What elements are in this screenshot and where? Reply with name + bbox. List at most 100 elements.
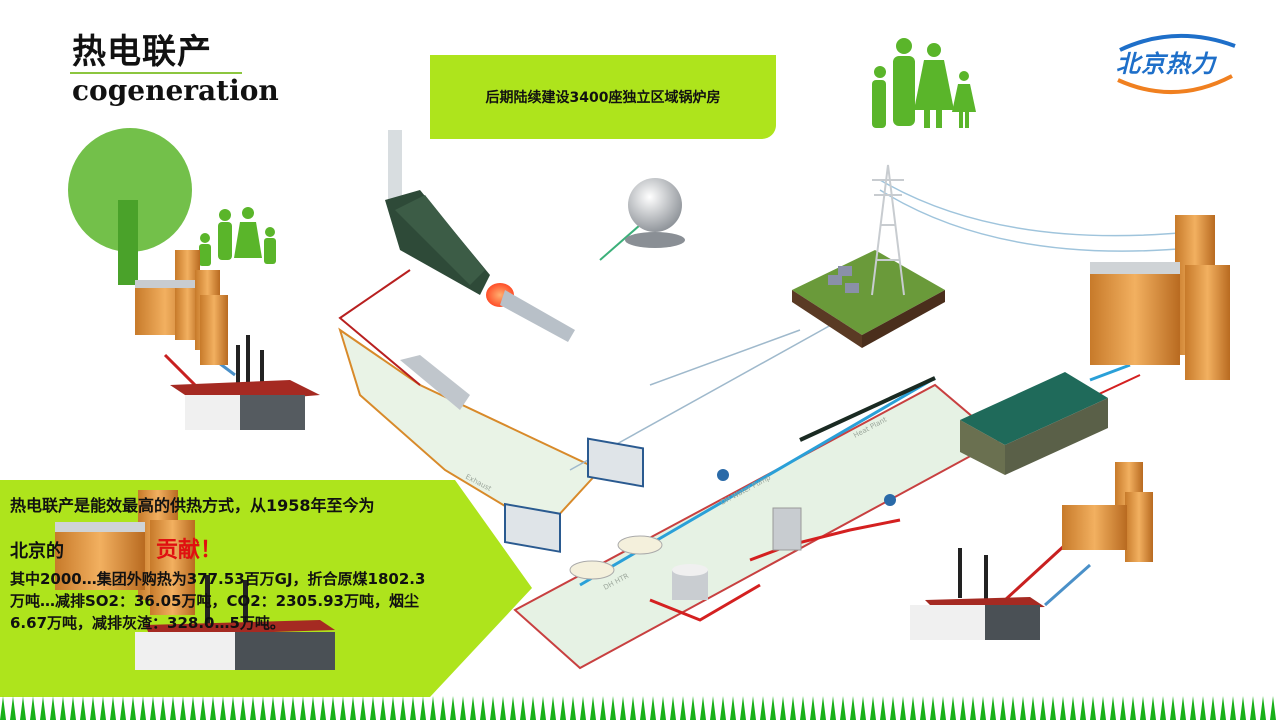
grass-blade xyxy=(1190,696,1196,720)
note-text: 后期陆续建设3400座独立区域锅炉房 xyxy=(485,90,721,106)
grass-blade xyxy=(1130,696,1136,720)
grass-blade xyxy=(1220,696,1226,720)
grass-blade xyxy=(900,696,906,720)
grass-blade xyxy=(580,696,586,720)
boiler-house-icon xyxy=(170,335,320,430)
panel-line-1: 热电联产是能效最高的供热方式，从1958年至今为 xyxy=(10,496,375,515)
grass-blade xyxy=(850,696,856,720)
grass-blade xyxy=(290,696,296,720)
grass-blade xyxy=(140,696,146,720)
grass-blade xyxy=(1020,696,1026,720)
grass-blade xyxy=(1050,696,1056,720)
grass-blade xyxy=(40,696,46,720)
grass-blade xyxy=(160,696,166,720)
grass-blade xyxy=(560,696,566,720)
grass-blade xyxy=(660,696,666,720)
grass-blade xyxy=(1080,696,1086,720)
grass-blade xyxy=(80,696,86,720)
grass-blade xyxy=(250,696,256,720)
dh-heater-icon xyxy=(569,535,663,580)
grass-blade xyxy=(320,696,326,720)
grass-blade xyxy=(230,696,236,720)
grass-blade xyxy=(190,696,196,720)
grass-blade xyxy=(520,696,526,720)
grass-blade xyxy=(130,696,136,720)
grass-blade xyxy=(1240,696,1246,720)
grass-blade xyxy=(510,696,516,720)
tree-icon xyxy=(68,128,192,285)
grass-blade xyxy=(1200,696,1206,720)
grass-blade xyxy=(610,696,616,720)
power-plant-icon xyxy=(385,130,490,295)
grass-blade xyxy=(860,696,866,720)
grass-blade xyxy=(1120,696,1126,720)
grass-blade xyxy=(540,696,546,720)
grass-blade xyxy=(470,696,476,720)
grass-blade xyxy=(980,696,986,720)
grass-blade xyxy=(910,696,916,720)
grass-blade xyxy=(270,696,276,720)
grass-blade xyxy=(1230,696,1236,720)
grass-blade xyxy=(100,696,106,720)
pump-icon xyxy=(717,469,896,506)
grass-blade xyxy=(930,696,936,720)
grass-blade xyxy=(620,696,626,720)
logo-swoosh-icon xyxy=(1117,34,1236,94)
grass-blade xyxy=(700,696,706,720)
grass-blade xyxy=(950,696,956,720)
logo-text: 北京热力 xyxy=(1116,50,1216,78)
grass-blade xyxy=(840,696,846,720)
grass-blade xyxy=(1260,696,1266,720)
grass-blade xyxy=(890,696,896,720)
grass-blade xyxy=(1110,696,1116,720)
apartment-buildings-icon xyxy=(1090,215,1230,380)
grass-blade xyxy=(170,696,176,720)
grass-blade xyxy=(820,696,826,720)
grass-blade xyxy=(650,696,656,720)
page-subtitle: cogeneration xyxy=(72,74,279,107)
grass-blade xyxy=(1100,696,1106,720)
panel-line-2: 北京的贡献！ xyxy=(10,532,440,564)
grass-blade xyxy=(990,696,996,720)
grass-blade xyxy=(530,696,536,720)
turbine-icon xyxy=(400,290,575,410)
grass-blade xyxy=(310,696,316,720)
grass-blade xyxy=(450,696,456,720)
grass-blade xyxy=(1000,696,1006,720)
grass-blade xyxy=(1150,696,1156,720)
grass-blade xyxy=(360,696,366,720)
grass-blade xyxy=(1170,696,1176,720)
grass-blade xyxy=(920,696,926,720)
grass-blade xyxy=(960,696,966,720)
page-title: 热电联产 xyxy=(72,32,212,72)
grass-blade xyxy=(770,696,776,720)
family-icon-top xyxy=(872,38,976,128)
boiler-house-icon xyxy=(910,548,1045,640)
substation-icon xyxy=(792,250,945,348)
grass-blade xyxy=(760,696,766,720)
grass-blade xyxy=(870,696,876,720)
grass-blade xyxy=(710,696,716,720)
grass-blade xyxy=(380,696,386,720)
gas-tank-icon xyxy=(625,178,685,248)
grass-blade xyxy=(390,696,396,720)
apartment-buildings-icon xyxy=(135,250,228,365)
grass-blade xyxy=(10,696,16,720)
grass-blade xyxy=(120,696,126,720)
grass-blade xyxy=(970,696,976,720)
grass-blade xyxy=(600,696,606,720)
grass-blade xyxy=(280,696,286,720)
grass-blade xyxy=(0,696,6,720)
grass-blade xyxy=(1010,696,1016,720)
grass-blade xyxy=(220,696,226,720)
grass-blade xyxy=(1070,696,1076,720)
grass-blade xyxy=(460,696,466,720)
grass-blade xyxy=(940,696,946,720)
note-box: 后期陆续建设3400座独立区域锅炉房 xyxy=(430,55,776,139)
grass-blade xyxy=(60,696,66,720)
grass-blade xyxy=(440,696,446,720)
grass-blade xyxy=(110,696,116,720)
grass-blade xyxy=(70,696,76,720)
grass-blade xyxy=(830,696,836,720)
grass-blade xyxy=(330,696,336,720)
